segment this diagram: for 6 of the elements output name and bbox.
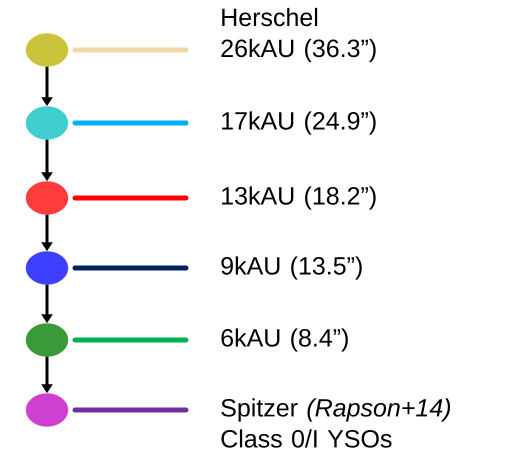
scale-label: Herschel 26kAU (36.3”) xyxy=(221,8,376,62)
scale-label: Spitzer (Rapson+14) Class 0/I YSOs xyxy=(221,398,450,448)
scale-label: 13kAU (18.2”) xyxy=(222,186,376,210)
scale-label: 6kAU (8.4”) xyxy=(221,328,348,352)
scale-label: 17kAU (24.9”) xyxy=(222,111,376,135)
scale-label: 9kAU (13.5”) xyxy=(221,256,362,280)
